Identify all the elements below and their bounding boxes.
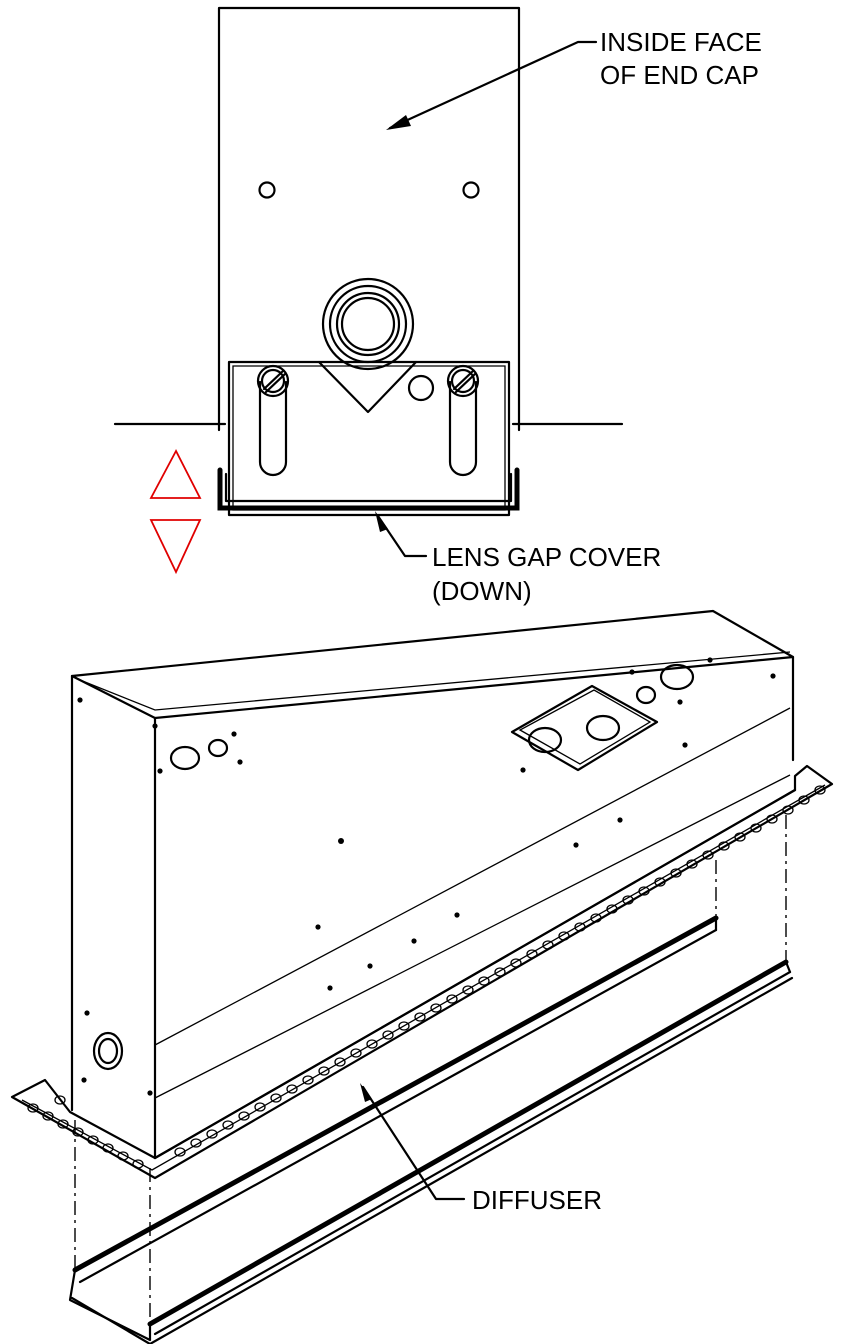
end-cap-label-line1: INSIDE FACE: [600, 27, 762, 57]
diffuser: [68, 915, 794, 1344]
gap-cover-label-line2: (DOWN): [432, 576, 532, 606]
end-cap-detail: [113, 6, 624, 575]
mount-hole-left: [258, 181, 276, 199]
down-triangle-icon: [149, 519, 202, 575]
end-cap-label-line2: OF END CAP: [600, 60, 759, 90]
up-triangle-icon: [149, 449, 202, 499]
gap-cover-label-line1: LENS GAP COVER: [432, 542, 661, 572]
diffuser-label: DIFFUSER: [472, 1185, 602, 1215]
mount-hole-right: [462, 181, 480, 199]
knockout: [321, 277, 415, 371]
screw-right: [446, 364, 480, 398]
screw-left: [256, 364, 290, 398]
flange-holes-left: [27, 1095, 144, 1169]
fixture-isometric: [10, 609, 834, 1344]
flange-holes-side: [174, 785, 826, 1157]
